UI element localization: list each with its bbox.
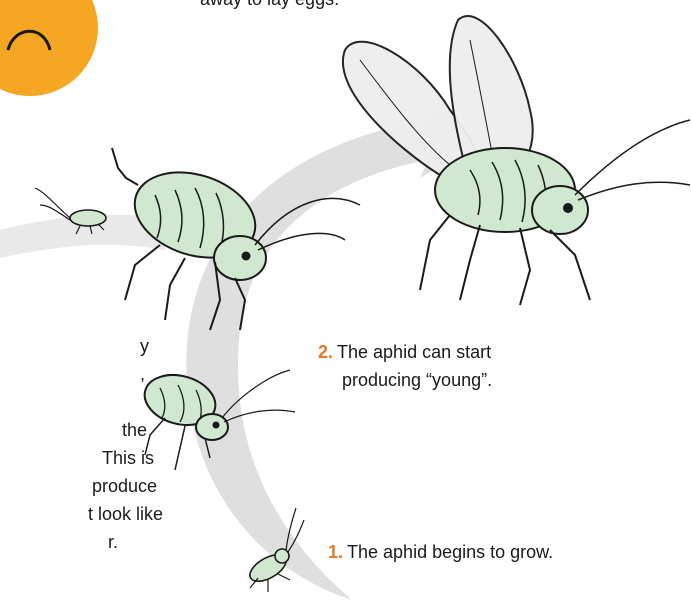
step-2-text-line1: The aphid can start <box>337 342 491 362</box>
left-text-fragments: y , the This is produce t look like r. <box>0 332 160 556</box>
top-caption: away to lay eggs. <box>200 0 339 13</box>
left-fragment <box>0 388 160 416</box>
left-fragment: the <box>0 416 160 444</box>
step-2-label: 2.The aphid can start producing “young”. <box>318 338 492 394</box>
left-fragment: t look like <box>0 500 160 528</box>
left-fragment: This is <box>0 444 160 472</box>
sad-face-icon <box>0 0 98 96</box>
left-fragment: r. <box>0 528 160 556</box>
left-fragment: produce <box>0 472 160 500</box>
step-1-label: 1.The aphid begins to grow. <box>328 538 553 566</box>
left-fragment: , <box>0 360 160 388</box>
step-2-text-line2: producing “young”. <box>318 366 492 394</box>
step-1-text: The aphid begins to grow. <box>347 542 553 562</box>
left-fragment: y <box>0 332 160 360</box>
step-1-number: 1. <box>328 542 343 562</box>
step-2-number: 2. <box>318 342 333 362</box>
